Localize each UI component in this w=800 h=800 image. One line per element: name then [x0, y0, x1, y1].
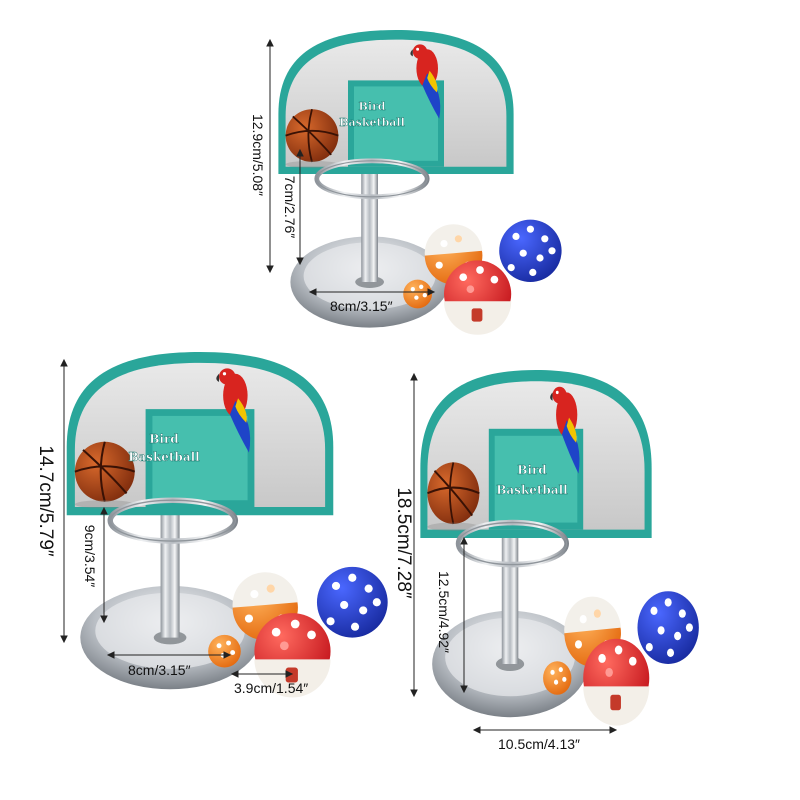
dimension-lines-large: [410, 372, 618, 734]
dimension-lines-medium: [60, 358, 294, 678]
dimension-lines-small: [266, 38, 436, 296]
product-large-illustration: [420, 370, 698, 726]
dimension-base-width-medium: 8cm/3.15″: [128, 662, 191, 678]
board-title-line2: Basketball: [339, 116, 405, 129]
dimension-pole-height-medium: 9cm/3.54″: [82, 524, 98, 588]
dimension-ball-size-medium: 3.9cm/1.54″: [234, 680, 309, 696]
dimension-total-height-medium: 14.7cm/5.79″: [35, 445, 56, 557]
dimension-pole-height-large: 12.5cm/4.92″: [436, 570, 452, 653]
board-title-line2: Basketball: [496, 483, 568, 497]
board-title-line1: Bird: [149, 432, 179, 446]
board-title-line1: Bird: [359, 100, 386, 113]
dimension-total-height-large: 18.5cm/7.28″: [393, 487, 414, 599]
dimension-base-width-large: 10.5cm/4.13″: [498, 736, 581, 752]
board-label-medium: Bird Basketball: [128, 432, 200, 464]
dimension-total-height-small: 12.9cm/5.08″: [250, 113, 266, 196]
dimension-pole-height-small: 7cm/2.76″: [282, 175, 298, 239]
board-label-small: Bird Basketball: [339, 100, 405, 129]
board-label-large: Bird Basketball: [496, 463, 568, 497]
board-title-line1: Bird: [517, 463, 547, 477]
dimension-base-width-small: 8cm/3.15″: [330, 298, 393, 314]
product-medium-illustration: [67, 352, 388, 697]
product-small-illustration: [278, 30, 561, 335]
board-title-line2: Basketball: [128, 450, 200, 464]
